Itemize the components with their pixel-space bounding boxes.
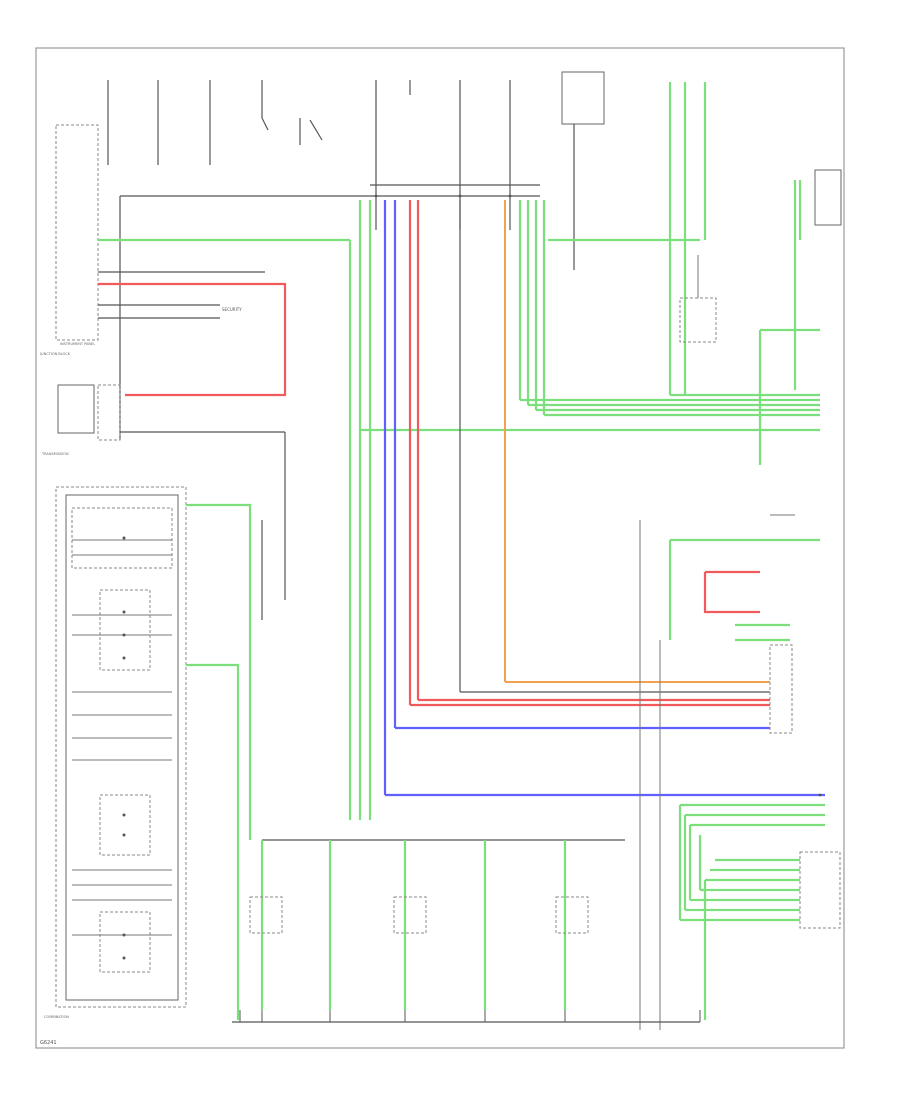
svg-text:INSTRUMENT PANEL: INSTRUMENT PANEL <box>60 342 95 346</box>
control-panel-inner <box>65 494 179 1001</box>
sensor-modules-bottom <box>249 840 589 1010</box>
diagram-frame <box>35 47 845 1049</box>
instrument-panel-module <box>55 124 99 341</box>
transmission-module <box>57 384 95 434</box>
right-connector-lower <box>799 851 841 929</box>
green-bundle-right-lower <box>639 520 825 1030</box>
wire-green-panel <box>186 503 252 840</box>
control-panel-outer <box>55 486 187 1008</box>
svg-text:COMBINATION: COMBINATION <box>44 1015 69 1019</box>
right-connector-upper <box>769 644 793 734</box>
green-bundle-upper-right <box>360 82 820 465</box>
svg-text:TRANSMISSION: TRANSMISSION <box>41 452 69 456</box>
fuse-supply-group-left <box>107 80 323 165</box>
relay-box-top <box>561 71 605 125</box>
svg-text:SECURITY: SECURITY <box>222 307 242 312</box>
right-module-top <box>814 169 842 226</box>
svg-text:JUNCTION BLOCK: JUNCTION BLOCK <box>39 352 71 356</box>
wire-red-loop <box>98 282 287 397</box>
fuse-supply-group-center <box>375 71 605 270</box>
control-panel-rows <box>71 507 173 973</box>
diagram-code: G6241 <box>40 1040 57 1046</box>
